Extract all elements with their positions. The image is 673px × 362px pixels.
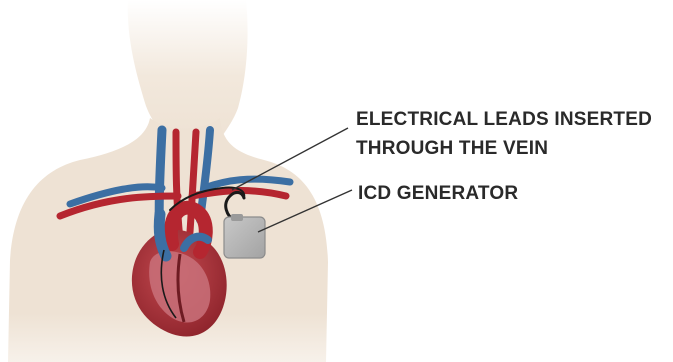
- head-neck: [128, 0, 248, 140]
- leads-label-line1: ELECTRICAL LEADS INSERTED: [356, 109, 652, 130]
- leads-label-line2: THROUGH THE VEIN: [356, 138, 548, 159]
- generator-label: ICD GENERATOR: [358, 183, 518, 204]
- icd-generator-device: [224, 214, 265, 258]
- superior-vena-cava: [159, 214, 166, 256]
- icd-device-body: [224, 217, 265, 258]
- icd-device-header: [231, 214, 243, 221]
